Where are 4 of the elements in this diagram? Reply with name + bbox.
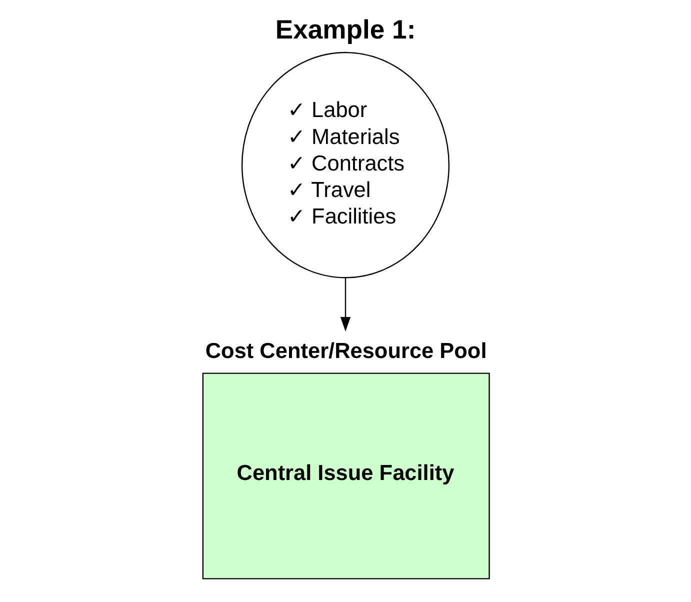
diagram-title: Example 1: [275, 14, 416, 45]
node-circle: ✓ Labor ✓ Materials ✓ Contracts ✓ Travel ✓ Facilities [241, 52, 450, 278]
node-label: Cost Center/Resource Pool [205, 338, 487, 364]
arrow [340, 278, 351, 332]
